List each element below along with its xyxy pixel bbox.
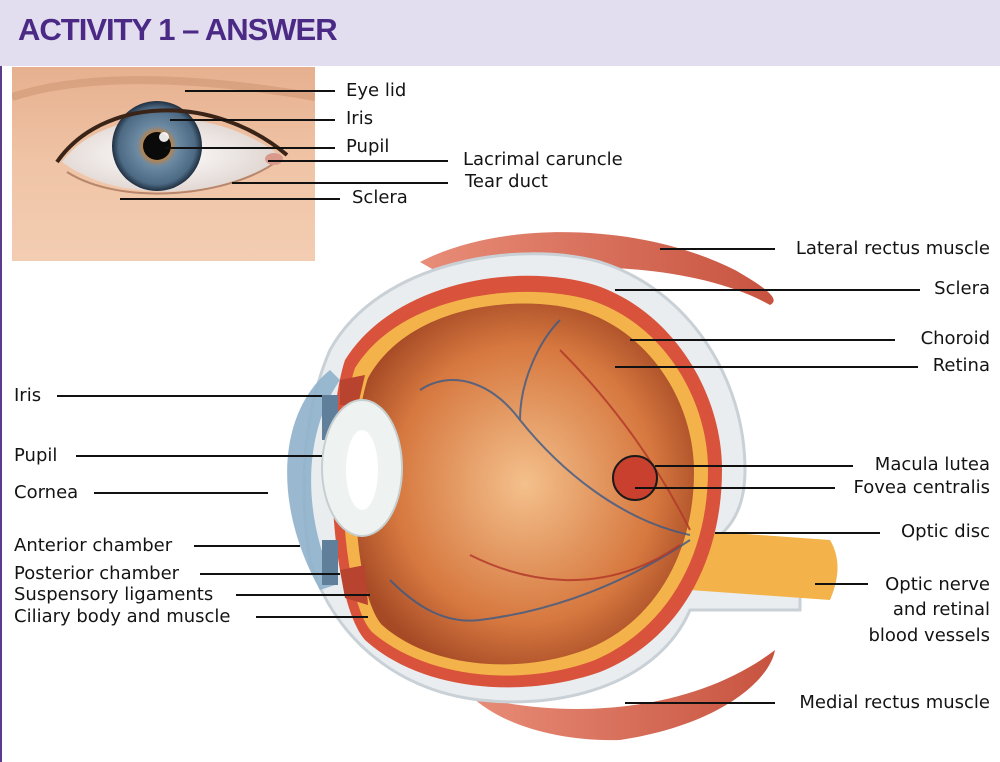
label-posterior-chamber: Posterior chamber — [14, 563, 179, 585]
label-pupil: Pupil — [14, 445, 57, 467]
label-pupil-photo: Pupil — [346, 136, 389, 158]
label-eye-lid: Eye lid — [346, 80, 406, 102]
label-optic-disc: Optic disc — [901, 521, 990, 543]
label-choroid: Choroid — [921, 328, 990, 350]
label-tear-duct: Tear duct — [465, 171, 548, 193]
label-fovea-centralis: Fovea centralis — [854, 477, 990, 499]
label-lateral-rectus: Lateral rectus muscle — [796, 238, 990, 260]
label-optic-nerve-line2: and retinal — [893, 599, 990, 621]
label-iris: Iris — [14, 385, 41, 407]
label-sclera: Sclera — [934, 278, 990, 300]
label-macula-lutea: Macula lutea — [875, 454, 990, 476]
label-suspensory-ligaments: Suspensory ligaments — [14, 584, 213, 606]
label-cornea: Cornea — [14, 482, 78, 504]
label-medial-rectus: Medial rectus muscle — [799, 692, 990, 714]
label-optic-nerve-line3: blood vessels — [868, 625, 990, 647]
label-iris-photo: Iris — [346, 108, 373, 130]
label-optic-nerve-line1: Optic nerve — [885, 574, 990, 596]
label-anterior-chamber: Anterior chamber — [14, 535, 172, 557]
label-sclera-photo: Sclera — [352, 187, 408, 209]
label-ciliary-body: Ciliary body and muscle — [14, 606, 231, 628]
label-retina: Retina — [933, 355, 990, 377]
label-lacrimal-caruncle: Lacrimal caruncle — [463, 149, 623, 171]
